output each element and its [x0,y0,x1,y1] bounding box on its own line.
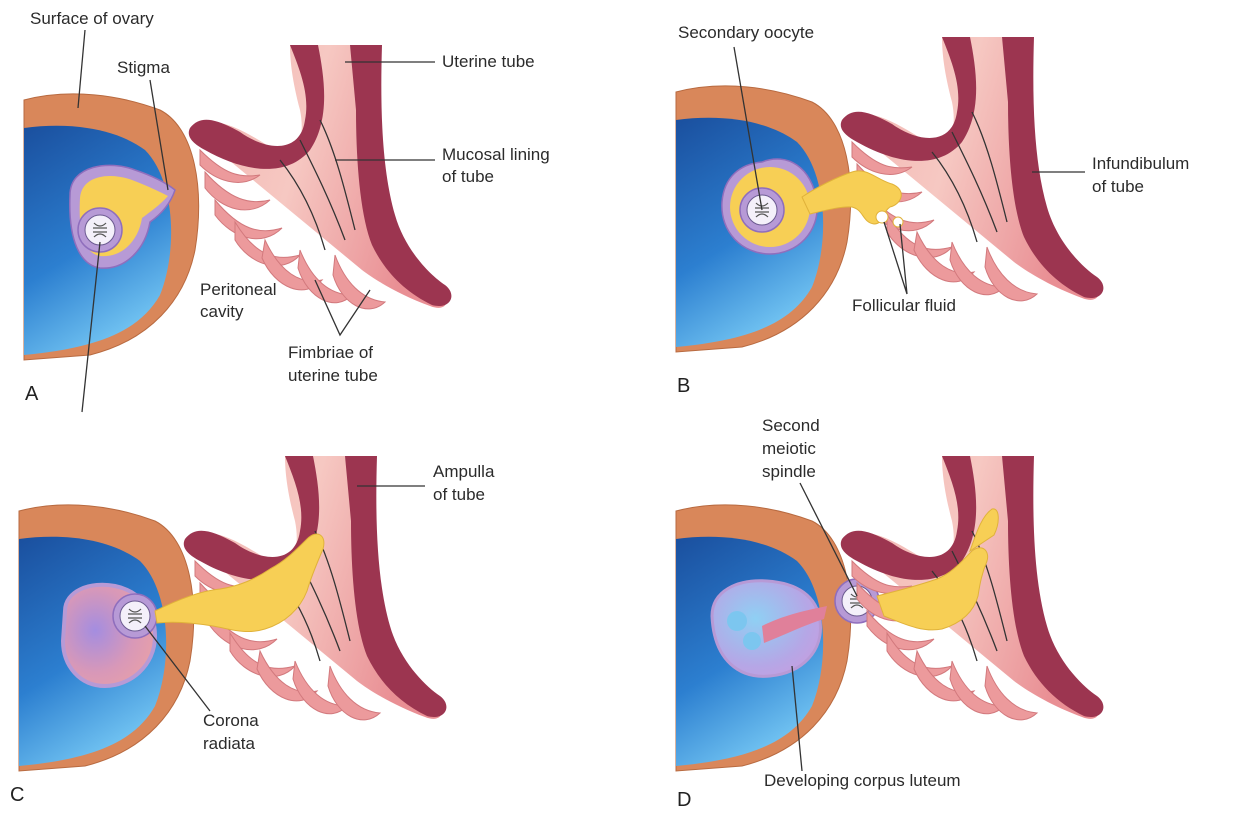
uterine-tube-c [184,456,447,720]
label-infundibulum-1: Infundibulum [1092,154,1189,173]
label-mucosal-lining-1: Mucosal lining [442,145,550,164]
label-fimbriae-2: uterine tube [288,366,378,385]
panel-letter-c: C [10,784,24,806]
label-stigma: Stigma [117,58,170,77]
label-surface-of-ovary: Surface of ovary [30,9,154,28]
label-peritoneal-1: Peritoneal [200,280,277,299]
label-second-meiotic-3: spindle [762,462,816,481]
label-peritoneal-2: cavity [200,302,244,321]
label-secondary-oocyte: Secondary oocyte [678,23,814,42]
label-second-meiotic-1: Second [762,416,820,435]
label-ampulla-2: of tube [433,485,485,504]
label-second-meiotic-2: meiotic [762,439,816,458]
panel-letter-b: B [677,375,690,397]
label-corona-2: radiata [203,734,256,753]
uterine-tube-a [189,45,452,309]
label-corona-1: Corona [203,711,259,730]
label-uterine-tube: Uterine tube [442,52,535,71]
panel-a: Surface of ovary Stigma Uterine tube Muc… [24,9,550,412]
label-ampulla-1: Ampulla [433,462,495,481]
label-mucosal-lining-2: of tube [442,167,494,186]
panel-b: Secondary oocyte Infundibulum of tube Fo… [676,23,1189,397]
panel-d: Second meiotic spindle Developing corpus… [676,416,1103,811]
label-developing-corpus-luteum: Developing corpus luteum [764,771,961,790]
label-follicular-fluid: Follicular fluid [852,296,956,315]
panel-letter-a: A [25,383,39,405]
oocyte-c [113,594,157,638]
panel-letter-d: D [677,789,691,811]
label-infundibulum-2: of tube [1092,177,1144,196]
label-fimbriae-1: Fimbriae of [288,343,373,362]
panel-c: Ampulla of tube Corona radiata C [10,456,495,806]
uterine-tube-b [841,37,1104,301]
